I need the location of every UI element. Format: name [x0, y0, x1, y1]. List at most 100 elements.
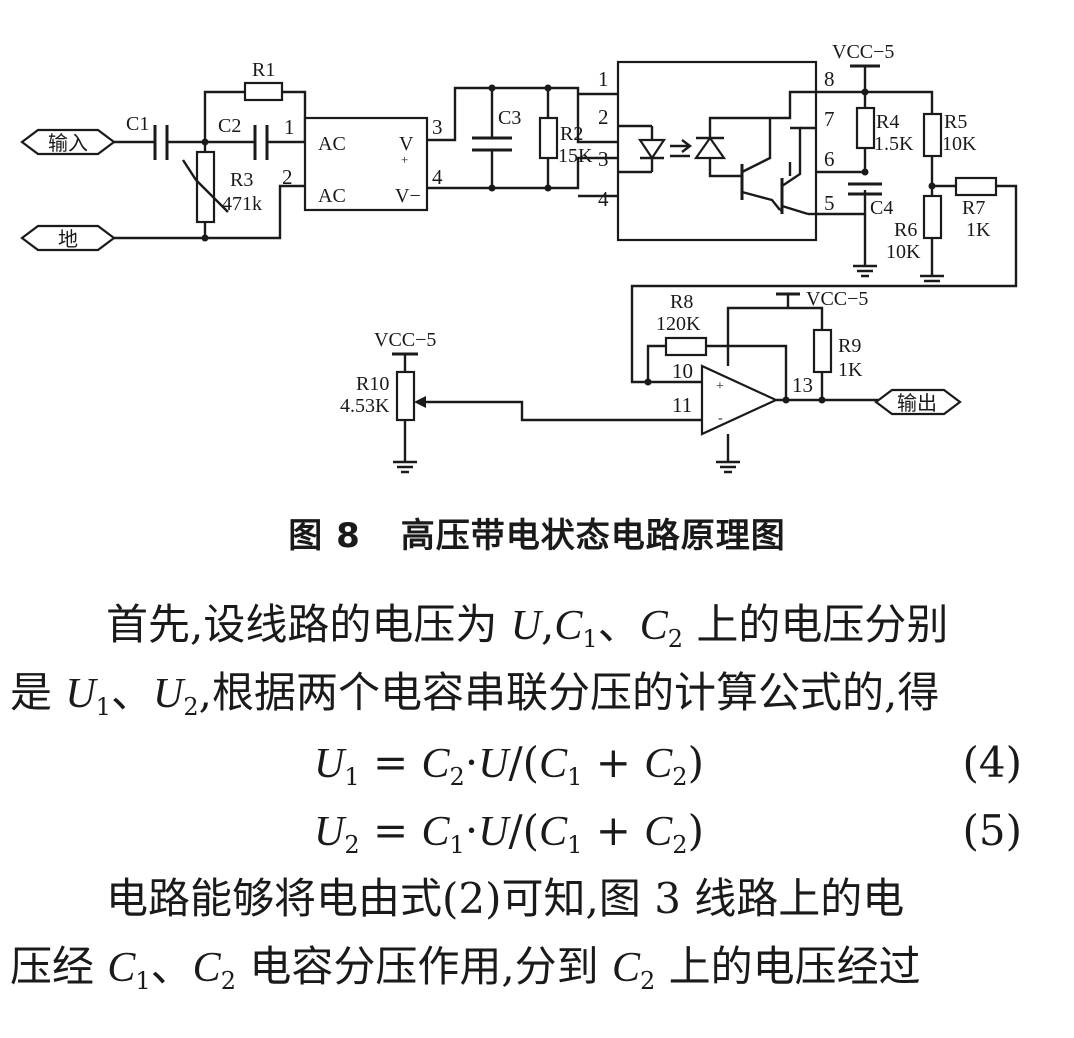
r6-label: R6 — [894, 219, 917, 241]
paragraph-2-line-1: 电路能够将电由式(2)可知,图 3 线路上的电 — [106, 874, 904, 924]
eq-symbol: U — [314, 809, 345, 855]
c1-label: C1 — [126, 113, 149, 135]
r4-value: 1.5K — [874, 133, 914, 155]
r5-label: R5 — [944, 111, 967, 133]
r3-value: 471k — [222, 193, 262, 215]
symbol-c2: C — [639, 603, 668, 649]
bridge-vminus-label: V− — [395, 185, 421, 207]
ground-symbol-r10 — [393, 460, 417, 474]
output-port-label: 输出 — [897, 392, 937, 415]
eq-symbol: C — [644, 809, 673, 855]
paragraph-1-line-1: 首先,设线路的电压为 U,C1、C2 上的电压分别 — [106, 600, 948, 664]
varistor-r3: R3 471k — [181, 150, 262, 224]
oc-pin-1: 1 — [598, 67, 609, 91]
oc-pin-5: 5 — [824, 191, 835, 215]
eq-operator: + — [582, 738, 645, 787]
oc-pin-2: 2 — [598, 105, 609, 129]
subscript: 1 — [344, 763, 360, 791]
text-run: , — [541, 600, 555, 649]
capacitor-c1: C1 — [126, 113, 169, 160]
equation-4-number: (4) — [962, 738, 1023, 787]
r5-value: 10K — [942, 133, 977, 155]
resistor-r5: R5 10K — [922, 111, 977, 158]
eq-operator: /( — [508, 738, 540, 787]
eq-symbol: C — [644, 741, 673, 787]
eq-symbol: C — [539, 741, 568, 787]
pin-11-label: 11 — [672, 393, 692, 417]
r4-label: R4 — [876, 111, 899, 133]
paragraph-2-line-2: 压经 C1、C2 电容分压作用,分到 C2 上的电压经过 — [10, 942, 921, 1006]
oc-pin-6: 6 — [824, 147, 835, 171]
eq-operator: · — [464, 738, 479, 787]
op-amp: + - — [700, 364, 779, 436]
r10-label: R10 — [356, 373, 389, 395]
symbol-u2: U — [153, 671, 184, 717]
circuit-schematic: 输入 地 C1 C2 R1 R3 471k 1 2 AC AC V + — [20, 41, 1018, 474]
text-run: 上的电压分别 — [683, 600, 949, 649]
eq-symbol: U — [478, 809, 509, 855]
eq-symbol: C — [421, 809, 450, 855]
subscript: 1 — [582, 625, 598, 653]
oc-pin-4: 4 — [598, 187, 609, 211]
r8-label: R8 — [670, 291, 693, 313]
capacitor-c4: C4 — [848, 182, 893, 219]
equation-5: U2 = C1·U/(C1 + C2) — [314, 806, 704, 870]
resistor-r2: R2 15K — [538, 116, 593, 167]
ground-symbol-opamp — [716, 460, 740, 474]
eq-operator: ) — [687, 806, 704, 855]
subscript: 1 — [135, 967, 151, 995]
input-port: 输入 — [20, 128, 116, 156]
symbol-c2: C — [612, 945, 641, 991]
symbol-c1: C — [554, 603, 583, 649]
text-run: ,根据两个电容串联分压的计算公式的,得 — [198, 668, 940, 717]
opamp-minus-sign: - — [718, 411, 723, 426]
subscript: 1 — [449, 831, 465, 859]
eq-symbol: U — [478, 741, 509, 787]
input-port-label: 输入 — [48, 132, 88, 155]
r7-label: R7 — [962, 197, 985, 219]
capacitor-c2: C2 — [218, 115, 269, 160]
eq-operator: /( — [508, 806, 540, 855]
oc-pin-8: 8 — [824, 67, 835, 91]
eq-operator: + — [582, 806, 645, 855]
text-run: 电路能够将电由式(2)可知,图 3 线路上的电 — [106, 874, 905, 923]
potentiometer-r10: R10 4.53K — [340, 370, 426, 422]
symbol-c2: C — [192, 945, 221, 991]
pin-2-label: 2 — [282, 165, 293, 189]
bridge-ac1-label: AC — [318, 133, 346, 155]
r9-value: 1K — [838, 359, 863, 381]
vcc-opamp-label: VCC−5 — [806, 288, 868, 310]
eq-operator: ) — [687, 738, 704, 787]
text-run: 是 — [10, 668, 66, 717]
eq-symbol: C — [421, 741, 450, 787]
subscript: 2 — [183, 693, 199, 721]
subscript: 2 — [667, 625, 684, 653]
eq-operator: = — [359, 738, 422, 787]
ground-port-label: 地 — [58, 228, 78, 251]
eq-symbol: C — [539, 809, 568, 855]
eq-operator: · — [464, 806, 479, 855]
capacitor-c3: C3 — [472, 107, 521, 152]
r9-label: R9 — [838, 335, 861, 357]
text-run: 上的电压经过 — [655, 942, 921, 991]
pin-10-label: 10 — [672, 359, 693, 383]
subscript: 2 — [449, 763, 465, 791]
resistor-r9: R9 1K — [812, 328, 863, 381]
vcc-r10: VCC−5 — [374, 329, 436, 356]
vcc-top: VCC−5 — [832, 41, 894, 68]
eq-symbol: U — [314, 741, 345, 787]
r8-value: 120K — [656, 313, 701, 335]
vcc-top-label: VCC−5 — [832, 41, 894, 63]
r1-label: R1 — [252, 59, 275, 81]
c2-label: C2 — [218, 115, 241, 137]
subscript: 1 — [567, 831, 583, 859]
subscript: 2 — [672, 763, 688, 791]
pin-1-label: 1 — [284, 115, 295, 139]
subscript: 2 — [640, 967, 656, 995]
output-port: 输出 — [874, 388, 962, 416]
symbol-u: U — [510, 603, 542, 649]
r3-label: R3 — [230, 169, 253, 191]
c3-label: C3 — [498, 107, 521, 129]
ground-symbol-r6 — [920, 274, 944, 283]
c4-label: C4 — [870, 197, 893, 219]
